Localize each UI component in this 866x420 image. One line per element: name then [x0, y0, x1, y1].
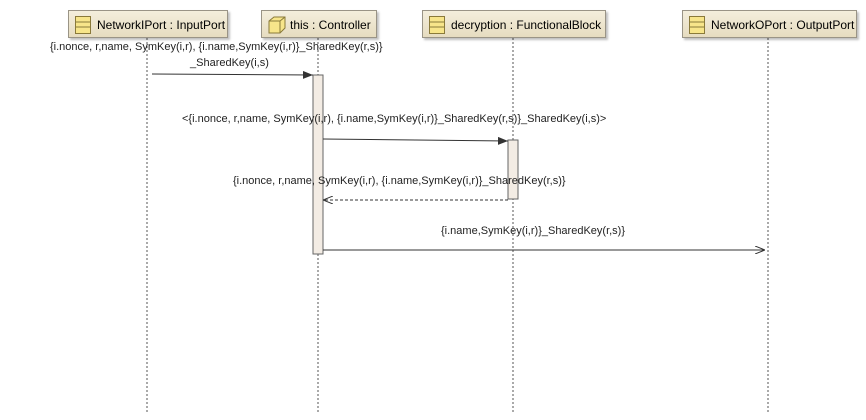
- message-2-label: <{i.nonce, r,name, SymKey(i,r), {i.name,…: [182, 113, 606, 125]
- class-icon: [75, 16, 91, 37]
- lifeline-label: decryption : FunctionalBlock: [451, 18, 602, 32]
- class-icon: [689, 16, 705, 37]
- lifeline-label: NetworkOPort : OutputPort: [711, 18, 855, 32]
- message-2-arrow: [322, 136, 509, 145]
- decryption-activation: [507, 139, 519, 200]
- lifeline-header-controller[interactable]: this : Controller: [261, 10, 377, 38]
- controller-activation: [312, 74, 324, 255]
- message-4-label: {i.name,SymKey(i,r)}_SharedKey(r,s)}: [441, 225, 625, 237]
- lifeline-header-networkiport[interactable]: NetworkIPort : InputPort: [68, 10, 228, 38]
- lifeline-label: NetworkIPort : InputPort: [97, 18, 226, 32]
- component-cube-icon: [268, 16, 286, 37]
- class-icon: [429, 16, 445, 37]
- message-1-label-line1: {i.nonce, r,name, SymKey(i,r), {i.name,S…: [50, 41, 383, 53]
- lifeline-header-networkoport[interactable]: NetworkOPort : OutputPort: [682, 10, 857, 38]
- lifeline-label: this : Controller: [290, 18, 371, 32]
- message-1-label-line2: _SharedKey(i,s): [189, 57, 269, 69]
- lifeline-header-decryption[interactable]: decryption : FunctionalBlock: [422, 10, 606, 38]
- message-1-arrow: [151, 70, 314, 79]
- message-3-label: {i.nonce, r,name, SymKey(i,r), {i.name,S…: [233, 175, 566, 187]
